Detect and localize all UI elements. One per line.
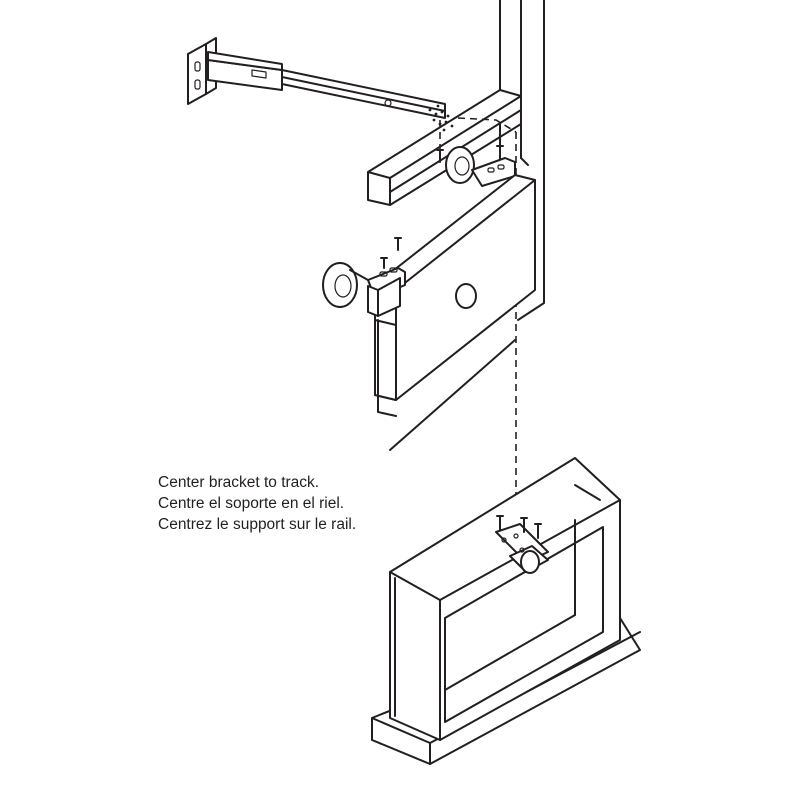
floor-line bbox=[389, 339, 516, 451]
wall-mount-bracket bbox=[187, 37, 283, 105]
cabinet-frame bbox=[371, 457, 641, 765]
wall-panel bbox=[499, 0, 545, 321]
instruction-caption: Center bracket to track. Centre el sopor… bbox=[158, 472, 356, 535]
caption-english: Center bracket to track. bbox=[158, 474, 320, 491]
caption-spanish: Centre el soporte en el riel. bbox=[158, 495, 345, 512]
roller-wheel bbox=[445, 146, 516, 187]
rail-track bbox=[281, 69, 446, 119]
door-knob bbox=[455, 283, 477, 309]
floor-guide bbox=[495, 515, 549, 574]
mounting-screw bbox=[380, 237, 402, 269]
roller-wheel bbox=[322, 262, 369, 308]
mounting-screw bbox=[436, 145, 504, 163]
roller-bracket-block bbox=[367, 267, 406, 317]
caption-french: Centrez le support sur le rail. bbox=[158, 516, 357, 533]
